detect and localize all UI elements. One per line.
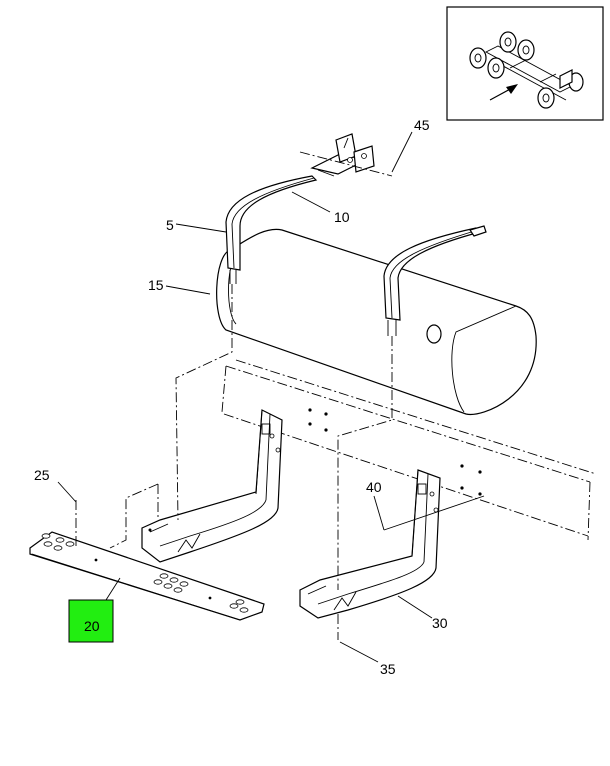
callout-5: 5: [166, 217, 174, 233]
inset-wheel: [517, 39, 535, 61]
inset-wheel: [487, 57, 505, 79]
callout-35: 35: [380, 661, 396, 677]
strap-rear: [383, 225, 487, 336]
plate-holes: [41, 533, 249, 613]
cross-plate: [29, 531, 265, 621]
callout-25: 25: [34, 467, 50, 483]
callout-10: 10: [334, 209, 350, 225]
bracket-axis: [299, 151, 393, 177]
inset-wheel: [469, 47, 487, 69]
tank-body: [216, 228, 537, 416]
inset-arrow-head: [506, 84, 518, 94]
inset-wheel: [537, 87, 555, 109]
callout-45: 45: [414, 117, 430, 133]
callout-40: 40: [366, 479, 382, 495]
inset-frame: [446, 6, 604, 121]
locator-inset: [446, 6, 604, 121]
rear-support-bracket: [299, 469, 441, 619]
leader-lines: [57, 131, 485, 663]
callout-30: 30: [432, 615, 448, 631]
tank-filler-cap: [426, 324, 442, 344]
strap-front: [225, 175, 318, 284]
inset-wheel: [499, 31, 517, 53]
callout-labels: 45 10 5 15 25 40 20 30 35: [34, 117, 448, 677]
fuel-tank: [216, 228, 537, 416]
top-bracket: [310, 133, 375, 177]
frame-rail: [221, 359, 597, 541]
front-support-bracket: [141, 409, 283, 563]
inset-chassis: [469, 31, 584, 109]
callout-15: 15: [148, 277, 164, 293]
callout-20-highlight[interactable]: [68, 599, 114, 643]
callout-20[interactable]: 20: [84, 618, 100, 634]
alignment-lines: [75, 284, 393, 640]
